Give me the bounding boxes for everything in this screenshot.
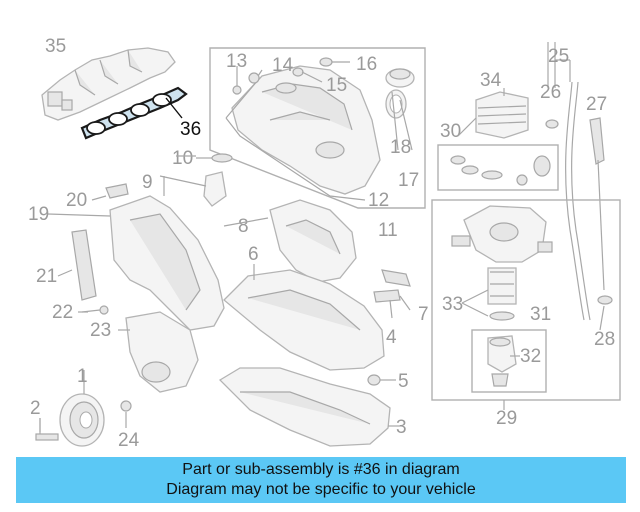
callout-16: 16	[356, 54, 377, 75]
timing-cover	[47, 195, 225, 331]
callout-23: 23	[90, 320, 111, 341]
callout-30: 30	[440, 121, 461, 142]
part-4	[373, 289, 401, 303]
callout-32: 32	[520, 346, 541, 367]
callout-25: 25	[548, 46, 569, 67]
guide-21	[71, 229, 97, 301]
intake-runner-8	[269, 199, 357, 283]
callout-8: 8	[238, 216, 249, 237]
caption-banner: Part or sub-assembly is #36 in diagram D…	[16, 457, 626, 503]
callout-27: 27	[586, 94, 607, 115]
sensor-9-10	[159, 153, 233, 207]
callout-29: 29	[496, 408, 517, 429]
crankshaft-pulley	[59, 370, 105, 447]
drain-plug-5	[367, 374, 396, 386]
pulley-bolt	[35, 418, 59, 441]
callout-22: 22	[52, 302, 73, 323]
callout-21: 21	[36, 266, 57, 287]
callout-9: 9	[142, 172, 153, 193]
callout-4: 4	[386, 327, 397, 348]
callout-33: 33	[442, 294, 463, 315]
callout-11: 11	[378, 220, 398, 241]
callout-35: 35	[45, 36, 66, 57]
callout-labels: 35 13 14 15 16 18 17 12 11 10 9 8 20 19 …	[28, 36, 615, 451]
callout-18: 18	[390, 137, 411, 158]
intake-manifold	[41, 47, 176, 121]
callout-17: 17	[398, 170, 419, 191]
oil-cooler	[475, 88, 529, 139]
valve-cover-group-box	[209, 47, 426, 209]
bolt-24	[120, 400, 132, 428]
seal-kit-box	[437, 144, 559, 191]
parts-diagram: 35 13 14 15 16 18 17 12 11 10 9 8 20 19 …	[28, 36, 621, 451]
callout-6: 6	[248, 244, 259, 265]
callout-19: 19	[28, 204, 49, 225]
callout-15: 15	[326, 75, 347, 96]
callout-26: 26	[540, 82, 561, 103]
valve-cover-fasteners	[232, 57, 350, 95]
callout-2: 2	[30, 398, 41, 419]
callout-1: 1	[77, 366, 88, 387]
leader-lines	[39, 117, 605, 434]
bracket-20	[105, 183, 129, 199]
valve-cover	[225, 65, 381, 201]
callout-10: 10	[172, 148, 193, 169]
callout-7: 7	[418, 304, 429, 325]
bolt-22	[81, 305, 109, 315]
callout-3: 3	[396, 417, 407, 438]
intake-manifold-gasket-36	[80, 86, 188, 140]
callout-31: 31	[530, 304, 551, 325]
callout-24: 24	[118, 430, 140, 451]
part-7	[381, 269, 411, 287]
oil-filler-cap	[385, 68, 415, 151]
caption-line-1: Part or sub-assembly is #36 in diagram	[182, 461, 460, 478]
callout-13: 13	[226, 51, 247, 72]
callout-36: 36	[180, 119, 201, 140]
callout-20: 20	[66, 190, 87, 211]
callout-34: 34	[480, 70, 502, 91]
oil-filter-housing-box	[431, 199, 621, 401]
upper-oil-pan	[223, 264, 385, 371]
caption-line-2: Diagram may not be specific to your vehi…	[166, 481, 476, 498]
dipstick-assembly	[545, 42, 613, 321]
callout-5: 5	[398, 371, 409, 392]
callout-14: 14	[272, 55, 294, 76]
callout-28: 28	[594, 329, 615, 350]
callout-12: 12	[368, 190, 389, 211]
lower-oil-pan	[218, 367, 400, 447]
